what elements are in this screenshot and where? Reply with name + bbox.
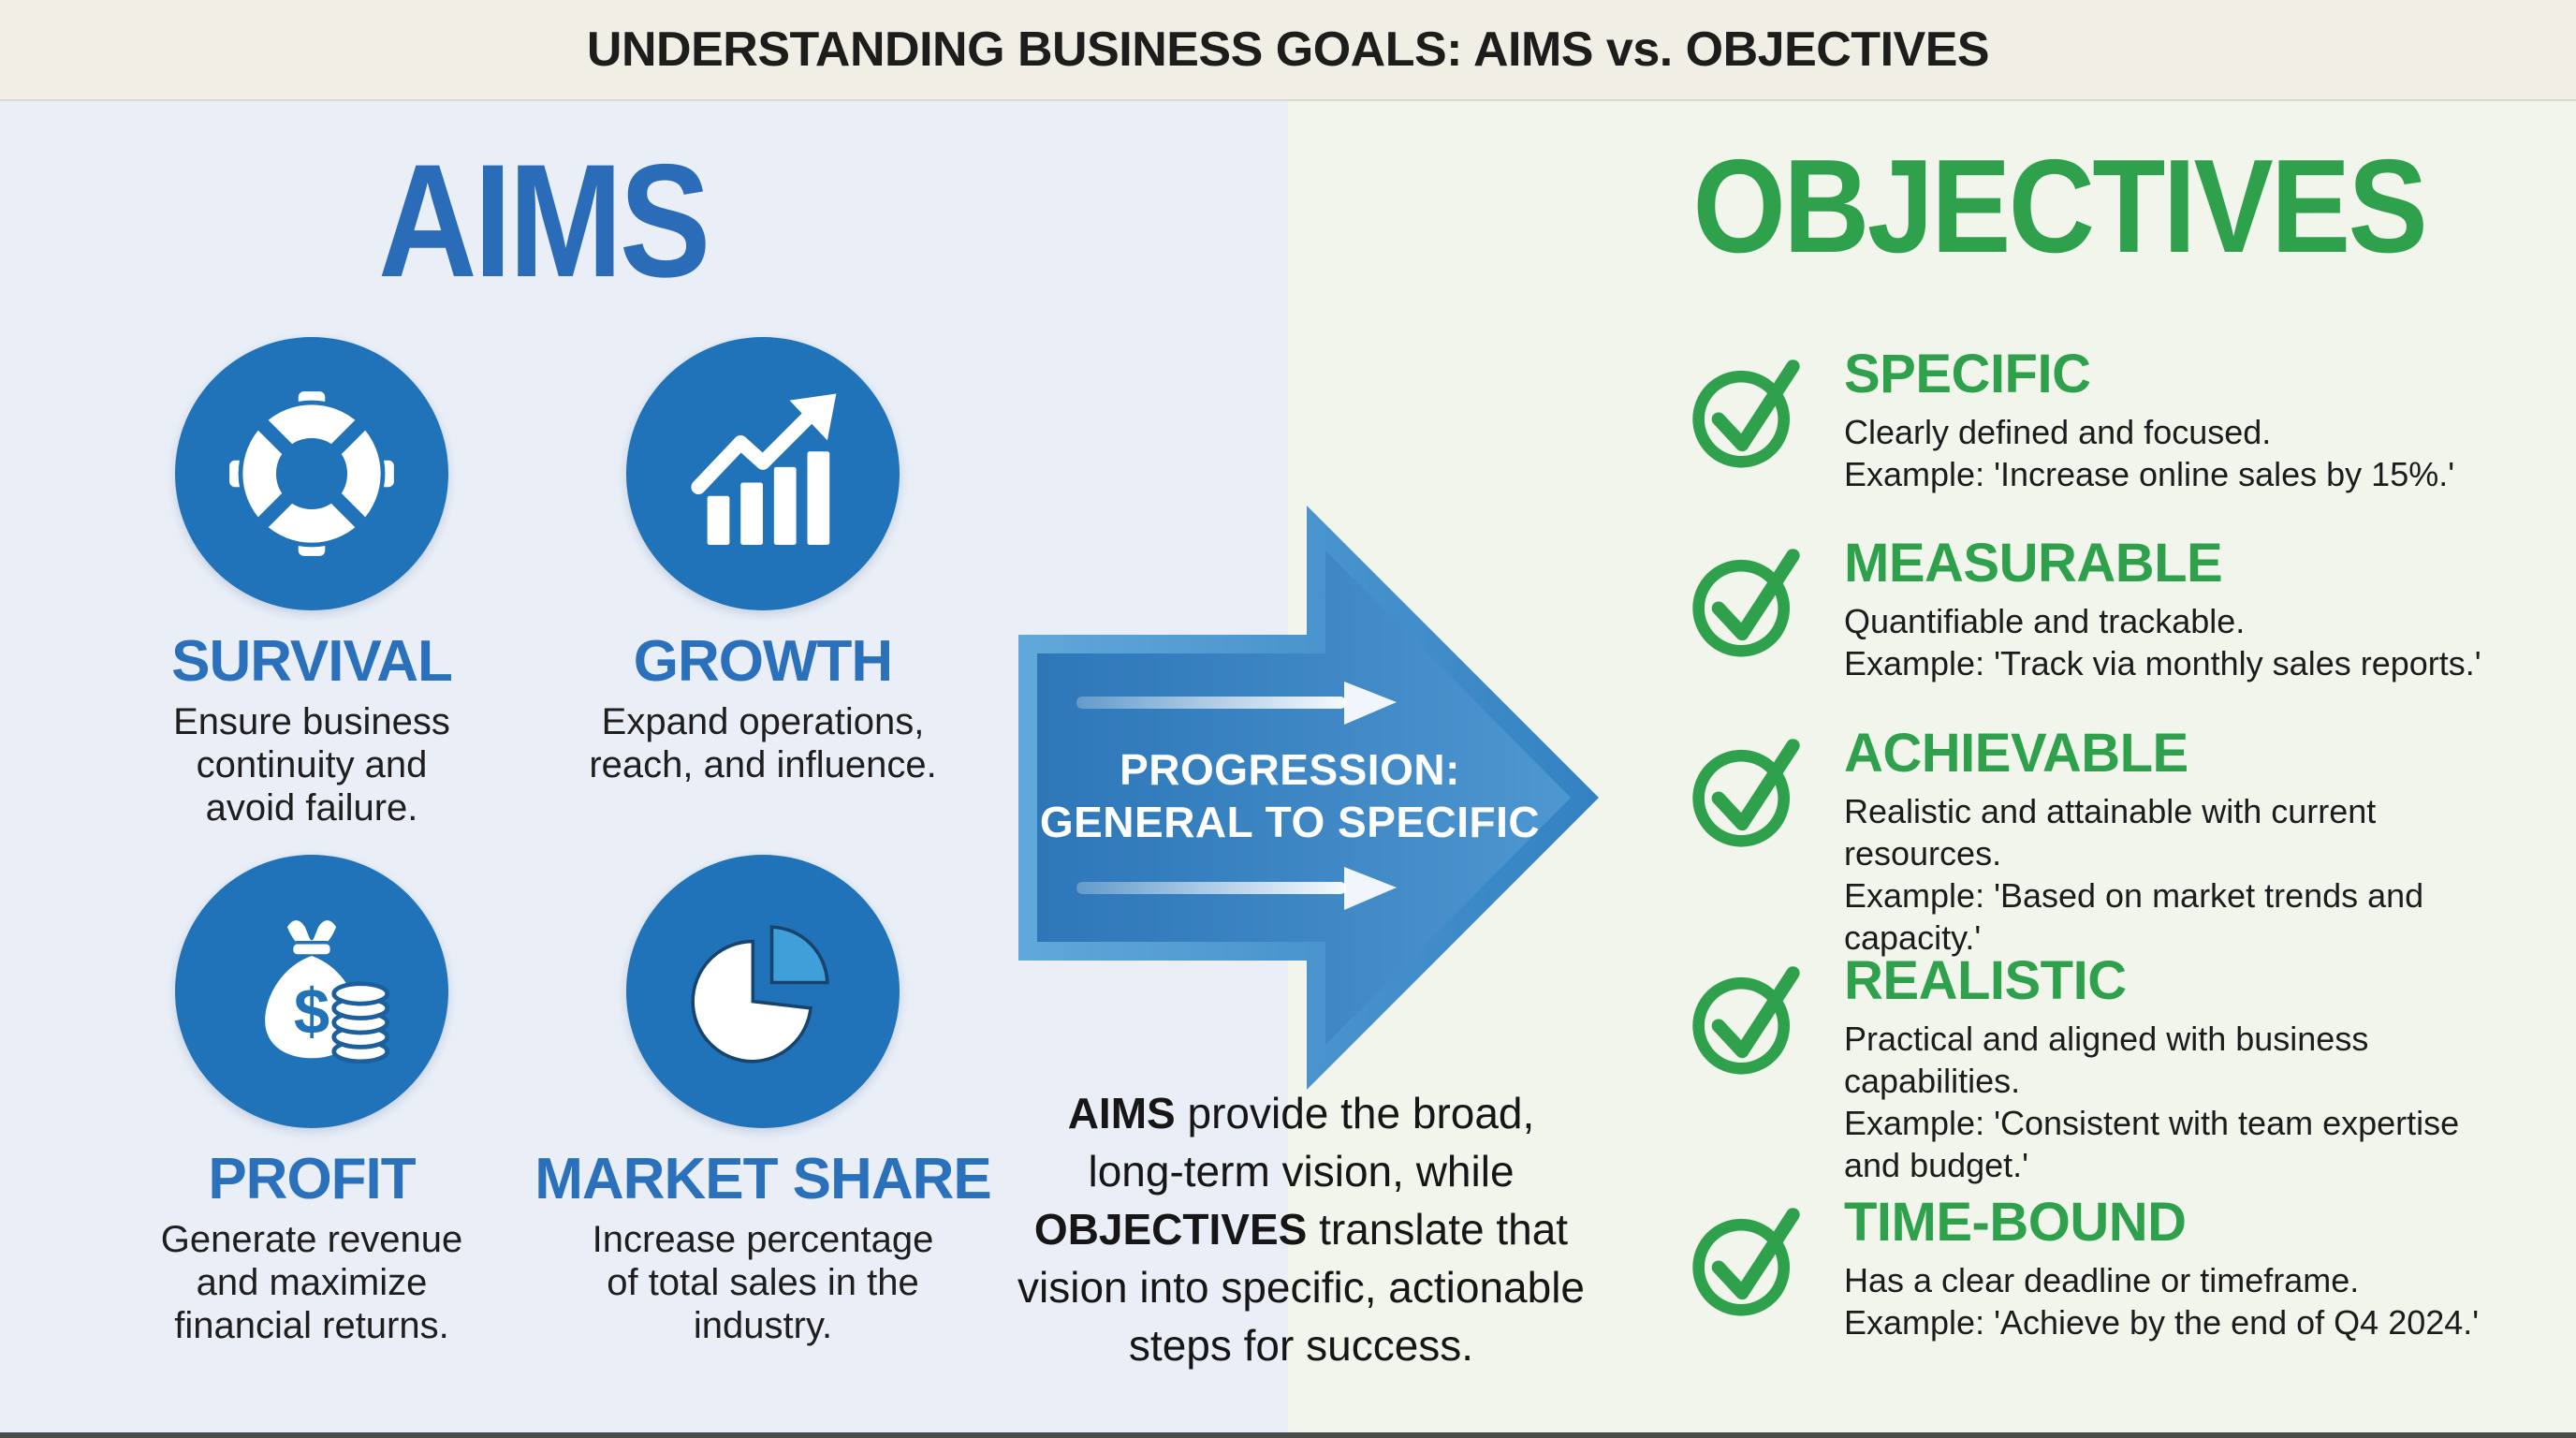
lifebuoy-icon (175, 337, 448, 610)
objective-desc-line: resources. (1844, 833, 2002, 873)
objective-item-time-bound: TIME-BOUND Has a clear deadline or timef… (1690, 1192, 2480, 1343)
progression-label-line2: GENERAL TO SPECIFIC (1040, 798, 1540, 846)
checkmark-circle-icon (1692, 966, 1800, 1075)
objective-item-specific: SPECIFIC Clearly defined and focused. Ex… (1690, 344, 2455, 495)
objective-title: REALISTIC (1844, 950, 2127, 1011)
checkmark-circle-icon (1692, 1208, 1800, 1316)
objective-desc-line: Practical and aligned with business (1844, 1019, 2369, 1058)
aim-item-desc-line: industry. (693, 1305, 833, 1346)
objective-example-line: Example: 'Increase online sales by 15%.' (1844, 454, 2455, 493)
aims-heading: AIMS (378, 131, 710, 311)
summary-bold-objectives: OBJECTIVES (1033, 1205, 1308, 1254)
summary-paragraph: AIMS provide the broad, long-term vision… (945, 1084, 1657, 1374)
aim-item-market-share: MARKET SHARE Increase percentage of tota… (520, 855, 1006, 1347)
aim-item-desc-line: and maximize (196, 1262, 428, 1303)
checkmark-circle-icon (1692, 739, 1800, 847)
objective-item-achievable: ACHIEVABLE Realistic and attainable with… (1690, 723, 2424, 959)
objective-desc-line: Has a clear deadline or timeframe. (1844, 1260, 2360, 1299)
aim-item-desc-line: continuity and (196, 744, 428, 785)
small-white-arrow-bottom (1076, 867, 1397, 910)
summary-line: AIMS provide the broad, (1067, 1089, 1535, 1137)
objective-example-line: Example: 'Achieve by the end of Q4 2024.… (1844, 1302, 2480, 1342)
objective-example-line: Example: 'Consistent with team expertise (1844, 1103, 2460, 1142)
aim-item-desc-line: Generate revenue (160, 1219, 463, 1260)
objective-example-line: Example: 'Track via monthly sales report… (1844, 643, 2481, 682)
aim-item-desc-line: financial returns. (174, 1305, 449, 1346)
aim-item-desc-line: of total sales in the (607, 1262, 919, 1303)
objectives-heading: OBJECTIVES (1692, 132, 2428, 281)
pie-chart-icon (626, 855, 900, 1128)
objective-title: ACHIEVABLE (1844, 723, 2188, 784)
checkmark-circle-icon (1692, 360, 1800, 468)
bottom-edge-bar (0, 1432, 2576, 1438)
checkmark-circle-icon (1692, 549, 1800, 657)
summary-line: steps for success. (1128, 1321, 1474, 1370)
aim-item-desc-line: avoid failure. (205, 787, 418, 829)
objective-item-measurable: MEASURABLE Quantifiable and trackable. E… (1690, 533, 2481, 684)
objective-item-realistic: REALISTIC Practical and aligned with bus… (1690, 950, 2460, 1186)
objective-example-line: Example: 'Based on market trends and (1844, 875, 2424, 915)
objective-example-line: and budget.' (1844, 1145, 2029, 1184)
summary-line: long-term vision, while (1088, 1147, 1515, 1196)
aim-item-title: PROFIT (208, 1147, 416, 1211)
objective-title: TIME-BOUND (1844, 1192, 2187, 1253)
svg-text:$: $ (294, 976, 329, 1048)
aim-item-title: SURVIVAL (171, 629, 453, 694)
aim-item-desc-line: Expand operations, (601, 701, 925, 742)
objective-title: MEASURABLE (1844, 533, 2223, 594)
objective-desc-line: Quantifiable and trackable. (1844, 601, 2246, 640)
aim-item-growth: GROWTH Expand operations, reach, and inf… (548, 337, 978, 786)
aim-item-title: MARKET SHARE (534, 1147, 991, 1211)
aim-item-profit: $ PROFIT Generate revenue and maximize f… (96, 855, 527, 1347)
progression-label-line1: PROGRESSION: (1120, 745, 1460, 794)
aim-item-survival: SURVIVAL Ensure business continuity and … (96, 337, 527, 829)
aim-item-title: GROWTH (633, 629, 893, 694)
title-band: UNDERSTANDING BUSINESS GOALS: AIMS vs. O… (0, 0, 2576, 101)
summary-line: vision into specific, actionable (1017, 1263, 1585, 1312)
objective-desc-line: Clearly defined and focused. (1844, 412, 2272, 451)
small-white-arrow-top (1076, 682, 1397, 725)
progression-right-arrow: PROGRESSION: GENERAL TO SPECIFIC (1018, 506, 1599, 1090)
objective-desc-line: Realistic and attainable with current (1844, 791, 2377, 830)
objective-title: SPECIFIC (1844, 344, 2091, 404)
aim-item-desc-line: reach, and influence. (589, 744, 937, 785)
growth-chart-icon (626, 337, 900, 610)
aim-item-desc-line: Ensure business (173, 701, 450, 742)
aim-item-desc-line: Increase percentage (592, 1219, 934, 1260)
summary-line: OBJECTIVES translate that (1033, 1205, 1569, 1254)
money-bag-icon: $ (175, 855, 448, 1128)
objective-example-line: capacity.' (1844, 917, 1982, 957)
summary-bold-aims: AIMS (1067, 1089, 1176, 1137)
page-title: UNDERSTANDING BUSINESS GOALS: AIMS vs. O… (586, 22, 1990, 77)
objective-desc-line: capabilities. (1844, 1061, 2021, 1100)
